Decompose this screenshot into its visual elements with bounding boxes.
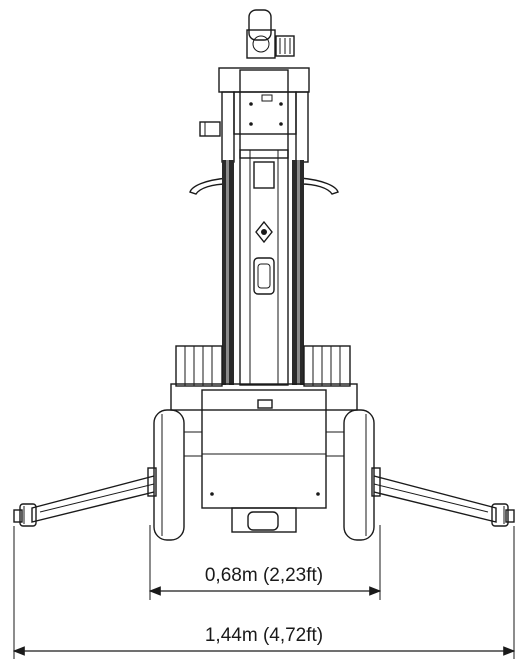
chassis bbox=[170, 383, 358, 533]
wheels bbox=[153, 409, 375, 541]
top-motor bbox=[246, 9, 295, 59]
inner-dimension: 0,68m (2,23ft) bbox=[148, 525, 382, 600]
inner-width-label: 0,68m (2,23ft) bbox=[205, 565, 323, 586]
outer-dimension: 1,44m (4,72ft) bbox=[12, 526, 516, 659]
outriggers bbox=[13, 467, 515, 527]
side-grilles bbox=[175, 345, 351, 387]
upper-carriage bbox=[199, 67, 310, 163]
handlebar bbox=[189, 177, 339, 195]
machine-body bbox=[13, 9, 515, 541]
mast bbox=[222, 149, 304, 386]
outer-width-label: 1,44m (4,72ft) bbox=[205, 625, 323, 646]
